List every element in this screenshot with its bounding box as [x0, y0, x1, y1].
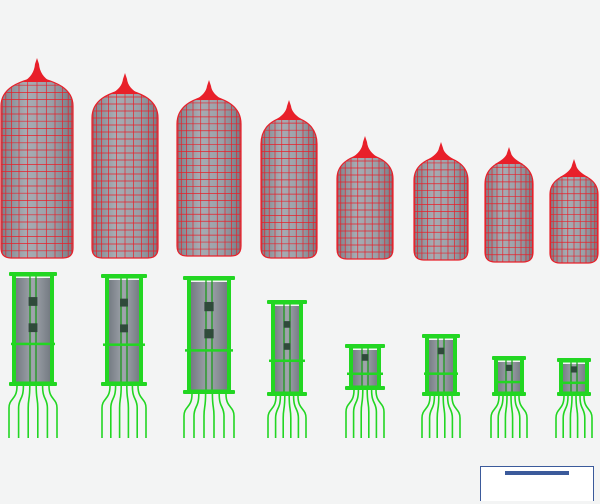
anode-window [204, 329, 214, 339]
support-rod-left [349, 346, 353, 390]
bottom-mica [9, 382, 57, 386]
electrode-assembly-8 [555, 358, 593, 438]
top-mica [422, 334, 460, 338]
top-mica [557, 358, 591, 362]
anode-window [570, 366, 578, 373]
exhaust-tip [111, 73, 139, 94]
top-mica [267, 300, 307, 304]
mid-support [559, 381, 589, 385]
anode-window [283, 321, 291, 328]
wireframe-grid [261, 116, 317, 258]
exhaust-tip [275, 100, 303, 120]
envelope-8 [549, 159, 599, 264]
electrode-assembly-5 [345, 344, 385, 438]
electrode-assembly-row [8, 272, 593, 438]
support-rod-right [50, 274, 54, 386]
electrode-assembly-4 [267, 300, 307, 438]
wireframe-grid [177, 96, 241, 256]
lead-pins [183, 393, 235, 438]
support-rod-left [12, 274, 16, 386]
support-rod-right [520, 358, 524, 396]
lead-pins [555, 395, 593, 438]
mid-support [424, 372, 458, 375]
envelope-1 [0, 58, 74, 259]
watermark-box [480, 466, 594, 501]
exhaust-tip [23, 58, 51, 82]
top-mica [183, 276, 235, 280]
envelope-3 [176, 80, 242, 257]
support-rod-left [559, 360, 563, 396]
electrode-assembly-6 [421, 334, 461, 438]
electrode-assembly-7 [490, 356, 528, 438]
top-mica [345, 344, 385, 348]
support-rod-right [377, 346, 381, 390]
lead-pins [421, 395, 461, 438]
watermark-bar [505, 471, 569, 475]
bottom-mica [422, 392, 460, 396]
wireframe-grid [1, 78, 73, 258]
bottom-mica [557, 392, 591, 396]
lead-pins [345, 389, 385, 438]
top-mica [492, 356, 526, 360]
exhaust-tip [495, 147, 523, 164]
lead-pins [8, 385, 58, 438]
envelope-6 [413, 142, 469, 261]
wireframe-envelope-row [0, 58, 599, 264]
anode-window [28, 323, 38, 333]
envelope-4 [260, 100, 318, 259]
bottom-mica [345, 386, 385, 390]
wireframe-grid [92, 90, 158, 258]
envelope-5 [336, 136, 394, 260]
mid-support [347, 372, 383, 376]
support-rod-left [425, 336, 429, 396]
lead-pins [267, 395, 307, 438]
electrode-assembly-2 [101, 274, 147, 438]
envelope-7 [484, 147, 534, 263]
support-rod-right [585, 360, 589, 396]
support-rod-left [105, 276, 109, 386]
mid-support [494, 380, 524, 384]
anode-window [505, 364, 513, 371]
exhaust-tip [351, 136, 379, 158]
support-rod-left [494, 358, 498, 396]
bottom-mica [183, 390, 235, 394]
bottom-mica [101, 382, 147, 386]
lead-pins [101, 385, 147, 438]
wireframe-grid [414, 156, 468, 260]
support-rod-right [227, 278, 231, 394]
anode-window [437, 347, 445, 355]
anode-window [283, 343, 291, 350]
mid-support [11, 342, 55, 346]
anode-window [120, 324, 128, 333]
top-mica [9, 272, 57, 276]
exhaust-tip [427, 142, 455, 160]
support-rod-right [299, 302, 303, 396]
exhaust-tip [560, 159, 588, 177]
support-rod-left [271, 302, 275, 396]
exhaust-tip [195, 80, 223, 100]
mid-support [103, 343, 145, 346]
bottom-mica [267, 392, 307, 396]
mid-support [185, 349, 233, 352]
electrode-assembly-3 [183, 276, 235, 438]
anode-window [28, 297, 38, 306]
envelope-2 [91, 73, 159, 259]
wireframe-grid [337, 154, 393, 259]
bottom-mica [492, 392, 526, 396]
wireframe-grid [485, 160, 533, 262]
anode-window [120, 298, 128, 307]
top-mica [101, 274, 147, 278]
lead-pins [490, 395, 528, 438]
support-rod-right [139, 276, 143, 386]
support-rod-right [453, 336, 457, 396]
support-rod-left [187, 278, 191, 394]
anode-window [204, 301, 214, 312]
electrode-assembly-1 [8, 272, 58, 438]
anode-window [361, 354, 369, 361]
mid-support [269, 359, 305, 363]
wireframe-grid [550, 173, 598, 263]
